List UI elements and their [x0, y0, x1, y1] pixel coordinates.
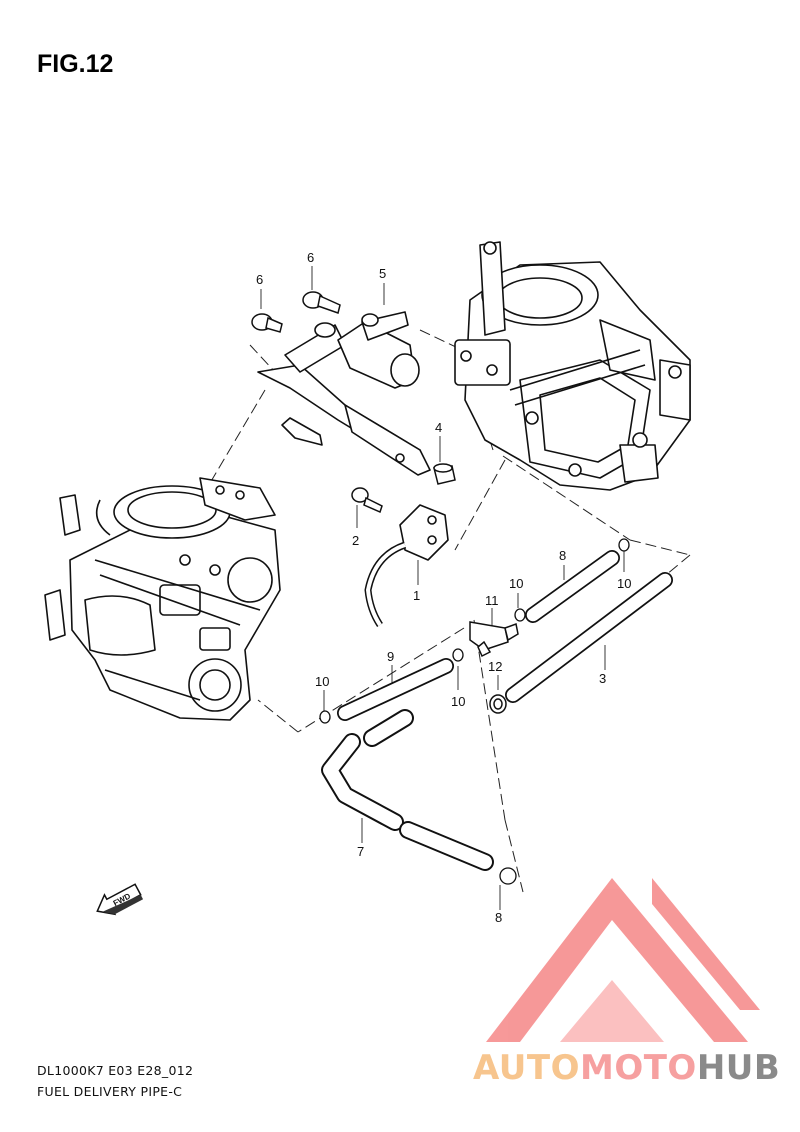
watermark-logo — [486, 878, 760, 1042]
callout-8-lower: 9 — [387, 649, 394, 664]
hose-8-lower — [337, 658, 454, 721]
watermark-part-moto: MOTO — [579, 1048, 697, 1088]
callout-8-upper: 8 — [559, 548, 566, 563]
fwd-arrow-icon: FWD — [96, 883, 144, 916]
callout-12: 12 — [488, 659, 502, 674]
callout-11: 11 — [485, 593, 499, 608]
callout-6-right: 6 — [307, 250, 314, 265]
hose-8-upper — [525, 550, 620, 623]
callout-10-a: 10 — [509, 576, 523, 591]
clips — [319, 538, 630, 885]
figure-title: FIG.12 — [37, 50, 114, 78]
clamp-12 — [489, 694, 507, 714]
right-throttle-body — [454, 241, 691, 491]
screw-6-right — [302, 291, 341, 314]
callout-10-c: 10 — [315, 674, 329, 689]
callout-lines — [260, 266, 625, 910]
callout-labels: 6 6 5 4 2 1 8 10 10 11 9 12 3 10 10 7 8 — [256, 250, 631, 925]
figure-code: DL1000K7 E03 E28_012 — [37, 1063, 194, 1078]
callout-3: 3 — [599, 671, 606, 686]
callout-7: 7 — [357, 844, 364, 859]
callout-4: 4 — [435, 420, 442, 435]
sensor-1 — [364, 504, 449, 627]
joint-11 — [469, 621, 519, 658]
screw-2 — [351, 487, 383, 514]
callout-9: 8 — [495, 910, 502, 925]
fuel-delivery-pipe — [257, 311, 431, 476]
cap-4 — [433, 463, 456, 485]
hose-3 — [505, 572, 673, 703]
figure-description: FUEL DELIVERY PIPE-C — [37, 1084, 183, 1099]
watermark-part-auto: AUTO — [473, 1048, 580, 1088]
callout-10-b: 10 — [617, 576, 631, 591]
screw-6-left — [251, 313, 283, 333]
callout-1: 1 — [413, 588, 420, 603]
left-throttle-body — [44, 477, 281, 721]
callout-10-d: 10 — [451, 694, 465, 709]
hose-7 — [321, 709, 494, 871]
watermark-part-hub: HUB — [696, 1048, 781, 1088]
watermark-text: AUTOMOTOHUB — [473, 1048, 780, 1088]
callout-6-left: 6 — [256, 272, 263, 287]
callout-5: 5 — [379, 266, 386, 281]
callout-2: 2 — [352, 533, 359, 548]
